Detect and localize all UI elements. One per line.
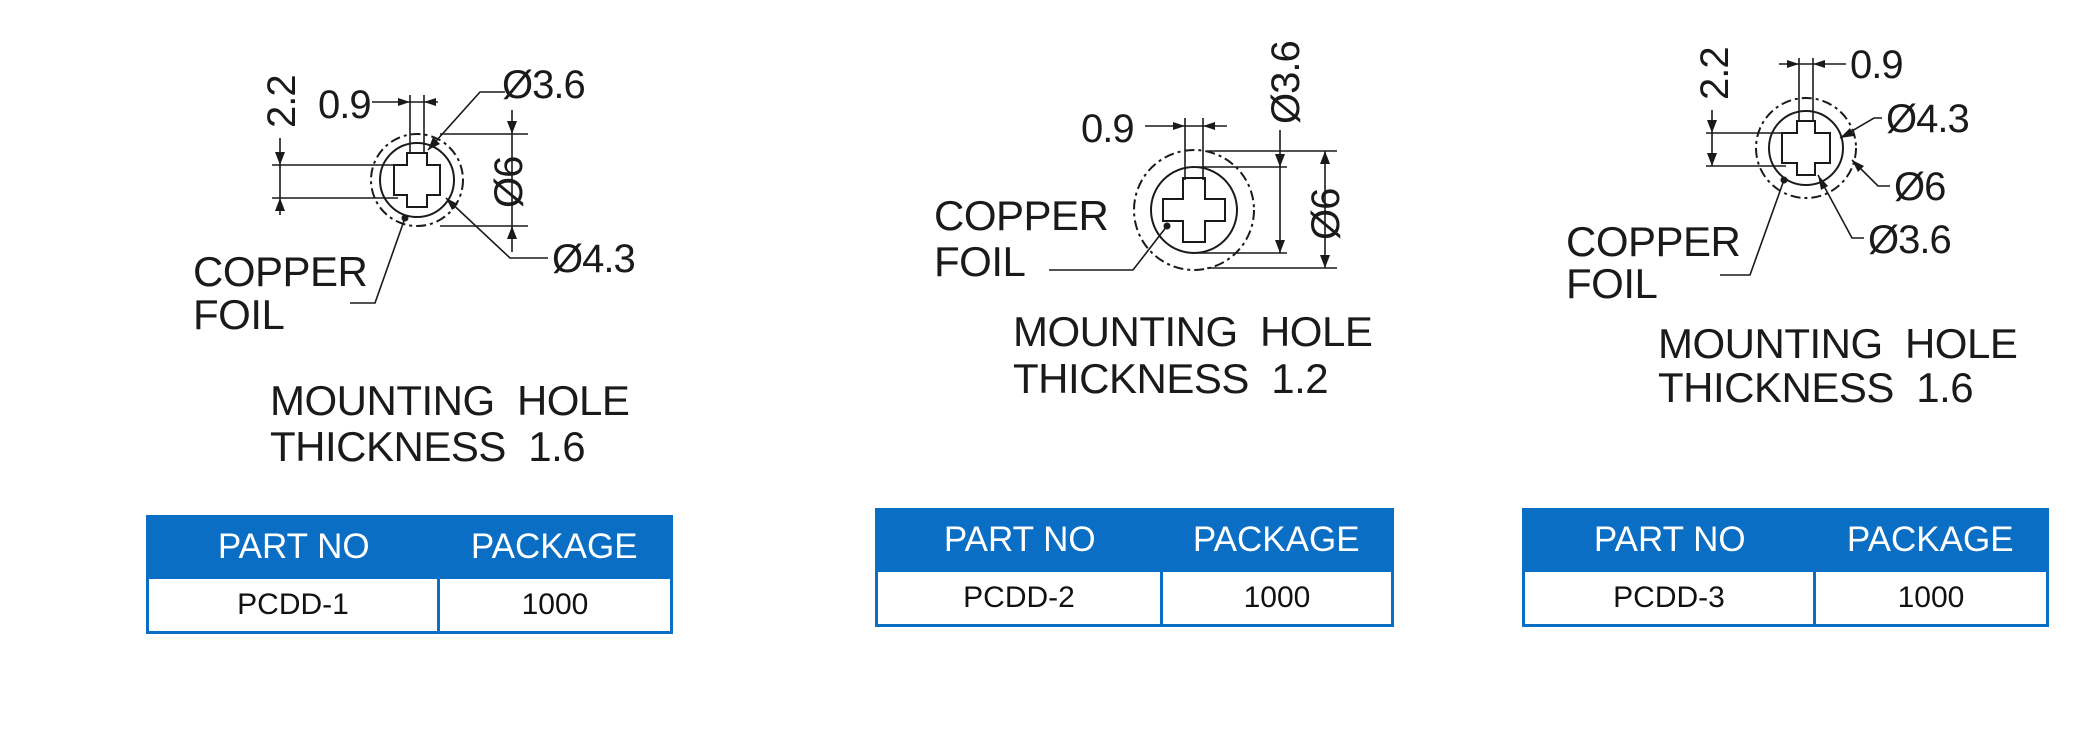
dim-offset: 2.2 xyxy=(1693,47,1737,100)
caption-line1: MOUNTING HOLE xyxy=(270,377,629,424)
caption-line1: MOUNTING HOLE xyxy=(1013,308,1372,355)
table-row: PCDD-2 1000 xyxy=(875,569,1394,627)
arrow xyxy=(1275,240,1285,253)
col-part-no-header: PART NO xyxy=(1523,509,1815,571)
part-table-3: PART NO PACKAGE PCDD-3 1000 xyxy=(1522,508,2049,627)
arrow xyxy=(1840,128,1854,138)
cross-slot-hole xyxy=(1781,120,1831,176)
dim-outer-diameter: Ø6 xyxy=(1894,165,1945,209)
leader-copper-foil xyxy=(1049,225,1168,271)
copper-foil-label-line1: COPPER xyxy=(193,248,367,295)
cross-slot-hole xyxy=(1162,177,1226,243)
arrow xyxy=(428,137,440,150)
part-no-cell: PCDD-2 xyxy=(875,569,1163,627)
dim-outer-diameter: Ø6 xyxy=(487,157,531,208)
package-cell: 1000 xyxy=(1813,569,2049,627)
arrow xyxy=(1707,153,1717,166)
drawing-svg-1: 2.2 0.9 Ø3.6 Ø6 Ø4.3 CO xyxy=(193,63,636,470)
dim-slot: 0.9 xyxy=(1081,107,1134,151)
copper-foil-label-line2: FOIL xyxy=(934,238,1025,285)
arrow xyxy=(424,98,436,106)
drawing-svg-2: 0.9 Ø3.6 Ø6 COPPER FOIL MOUNTING HOLE TH… xyxy=(934,41,1373,402)
arrow xyxy=(1813,60,1825,68)
arrow xyxy=(507,121,517,134)
dim-pad-diameter: Ø4.3 xyxy=(1886,97,1969,141)
table-row: PCDD-3 1000 xyxy=(1522,569,2049,627)
leader-d36 xyxy=(427,91,505,151)
leader-dot xyxy=(401,214,409,222)
col-package-header: PACKAGE xyxy=(438,516,672,578)
dim-offset: 2.2 xyxy=(260,75,304,128)
table-header-row: PART NO PACKAGE xyxy=(876,509,1393,571)
arrow xyxy=(398,98,410,106)
arrow xyxy=(275,152,285,165)
pad-circle xyxy=(1150,166,1238,254)
arrow xyxy=(1707,120,1717,133)
mounting-hole-drawing-1: 2.2 0.9 Ø3.6 Ø6 Ø4.3 CO xyxy=(0,0,697,737)
outer-copper-circle xyxy=(370,133,464,227)
col-part-no-header: PART NO xyxy=(147,516,439,578)
dim-inner-diameter: Ø3.6 xyxy=(1264,41,1308,124)
dim-slot: 0.9 xyxy=(318,83,371,127)
caption-line2: THICKNESS 1.2 xyxy=(1013,355,1328,402)
caption-line1: MOUNTING HOLE xyxy=(1658,320,2017,367)
package-cell: 1000 xyxy=(437,576,673,634)
panel-pcdd-3: 2.2 0.9 Ø4.3 Ø6 Ø3.6 COPPER FOIL xyxy=(1394,0,2091,737)
table-header-row: PART NO PACKAGE xyxy=(1523,509,2048,571)
outer-copper-circle xyxy=(1133,149,1255,271)
arrow xyxy=(507,226,517,239)
arrow xyxy=(1787,60,1799,68)
arrow xyxy=(1852,160,1864,172)
copper-foil-label-line2: FOIL xyxy=(193,291,284,338)
leader-dot xyxy=(1163,222,1171,230)
dim-slot: 0.9 xyxy=(1850,43,1903,87)
drawing-svg-3: 2.2 0.9 Ø4.3 Ø6 Ø3.6 COPPER FOIL xyxy=(1566,43,2018,411)
mounting-hole-drawing-3: 2.2 0.9 Ø4.3 Ø6 Ø3.6 COPPER FOIL xyxy=(1394,0,2091,737)
part-no-cell: PCDD-3 xyxy=(1522,569,1816,627)
copper-foil-label-line1: COPPER xyxy=(934,192,1108,239)
caption-line2: THICKNESS 1.6 xyxy=(1658,364,1973,411)
dim-pad-diameter: Ø4.3 xyxy=(552,237,635,281)
leader-d36 xyxy=(1817,174,1864,239)
dim-inner-diameter: Ø3.6 xyxy=(1868,218,1951,262)
copper-foil-label-line2: FOIL xyxy=(1566,260,1657,307)
col-package-header: PACKAGE xyxy=(1814,509,2048,571)
part-no-cell: PCDD-1 xyxy=(146,576,440,634)
pad-circle xyxy=(1768,110,1844,186)
dim-inner-diameter: Ø3.6 xyxy=(502,63,585,107)
package-cell: 1000 xyxy=(1160,569,1394,627)
panel-pcdd-2: 0.9 Ø3.6 Ø6 COPPER FOIL MOUNTING HOLE TH… xyxy=(697,0,1394,737)
part-table-2: PART NO PACKAGE PCDD-2 1000 xyxy=(875,508,1394,627)
table-header-row: PART NO PACKAGE xyxy=(147,516,672,578)
arrow xyxy=(1203,122,1215,130)
dim-outer-diameter: Ø6 xyxy=(1304,189,1348,240)
arrow xyxy=(1173,122,1185,130)
col-part-no-header: PART NO xyxy=(876,509,1162,571)
leader-d43 xyxy=(445,197,548,259)
arrow xyxy=(446,198,458,210)
mounting-hole-drawing-2: 0.9 Ø3.6 Ø6 COPPER FOIL MOUNTING HOLE TH… xyxy=(697,0,1394,737)
leader-copper-foil xyxy=(1720,179,1785,276)
arrow xyxy=(1320,151,1330,164)
copper-foil-label-line1: COPPER xyxy=(1566,218,1740,265)
arrow xyxy=(1275,154,1285,167)
leader-copper-foil xyxy=(350,217,406,304)
cross-slot-hole xyxy=(393,152,441,208)
panel-pcdd-1: 2.2 0.9 Ø3.6 Ø6 Ø4.3 CO xyxy=(0,0,697,737)
leader-dot xyxy=(1780,176,1788,184)
outer-copper-circle xyxy=(1755,97,1857,199)
caption-line2: THICKNESS 1.6 xyxy=(270,423,585,470)
arrow xyxy=(275,198,285,211)
part-table-1: PART NO PACKAGE PCDD-1 1000 xyxy=(146,515,673,634)
col-package-header: PACKAGE xyxy=(1161,509,1393,571)
arrow xyxy=(1818,175,1828,190)
table-row: PCDD-1 1000 xyxy=(146,576,673,634)
arrow xyxy=(1320,255,1330,268)
pad-circle xyxy=(379,142,455,218)
